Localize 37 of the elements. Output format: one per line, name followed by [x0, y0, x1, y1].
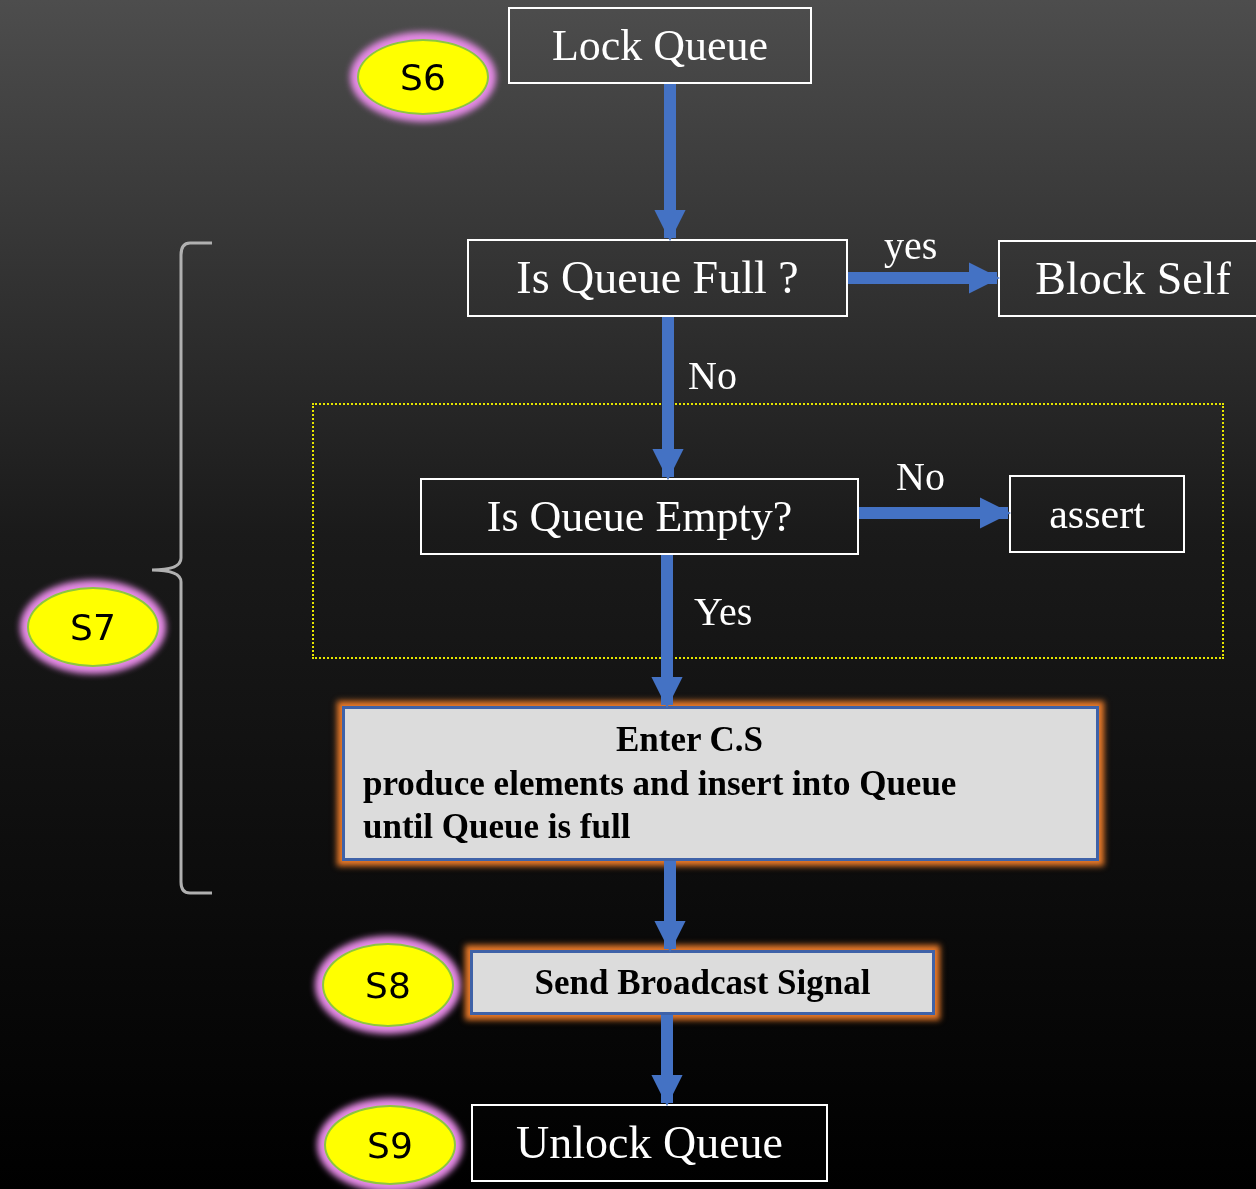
arrow [651, 555, 683, 709]
box-heading: Enter C.S [615, 718, 764, 761]
step-oval [322, 943, 454, 1027]
box-label: Is Queue Full ? [516, 251, 799, 306]
step-label: S7 [70, 605, 116, 650]
edge-label: No [896, 453, 945, 500]
arrow [654, 861, 686, 953]
step-oval [357, 39, 489, 115]
process-box [342, 706, 1099, 861]
arrow [859, 497, 1012, 529]
edge-label: Yes [694, 588, 753, 635]
step-oval [27, 587, 159, 667]
arrow [651, 1015, 683, 1107]
dotted-group-box [312, 403, 1224, 659]
step-label: S8 [365, 963, 411, 1008]
step-oval [324, 1105, 456, 1185]
box-label: assert [1049, 489, 1145, 539]
process-box [998, 240, 1256, 317]
process-box [471, 1104, 828, 1182]
decision-box [467, 239, 848, 317]
edge-label: No [688, 352, 737, 399]
box-label: Block Self [1035, 251, 1231, 306]
arrow [652, 317, 684, 481]
box-text: produce elements and insert into Queue until Queue is full [363, 762, 958, 849]
edge-label: yes [884, 222, 938, 269]
step-label: S6 [400, 55, 446, 100]
step-label: S9 [367, 1123, 413, 1168]
box-label: Lock Queue [551, 20, 769, 72]
box-label: Unlock Queue [516, 1116, 783, 1171]
process-box [470, 950, 935, 1015]
process-box [1009, 475, 1185, 553]
box-label: Is Queue Empty? [486, 491, 793, 543]
arrow [848, 262, 1001, 294]
decision-box [420, 478, 859, 555]
arrow [654, 84, 686, 242]
process-box [508, 7, 812, 84]
box-label: Send Broadcast Signal [534, 961, 871, 1004]
